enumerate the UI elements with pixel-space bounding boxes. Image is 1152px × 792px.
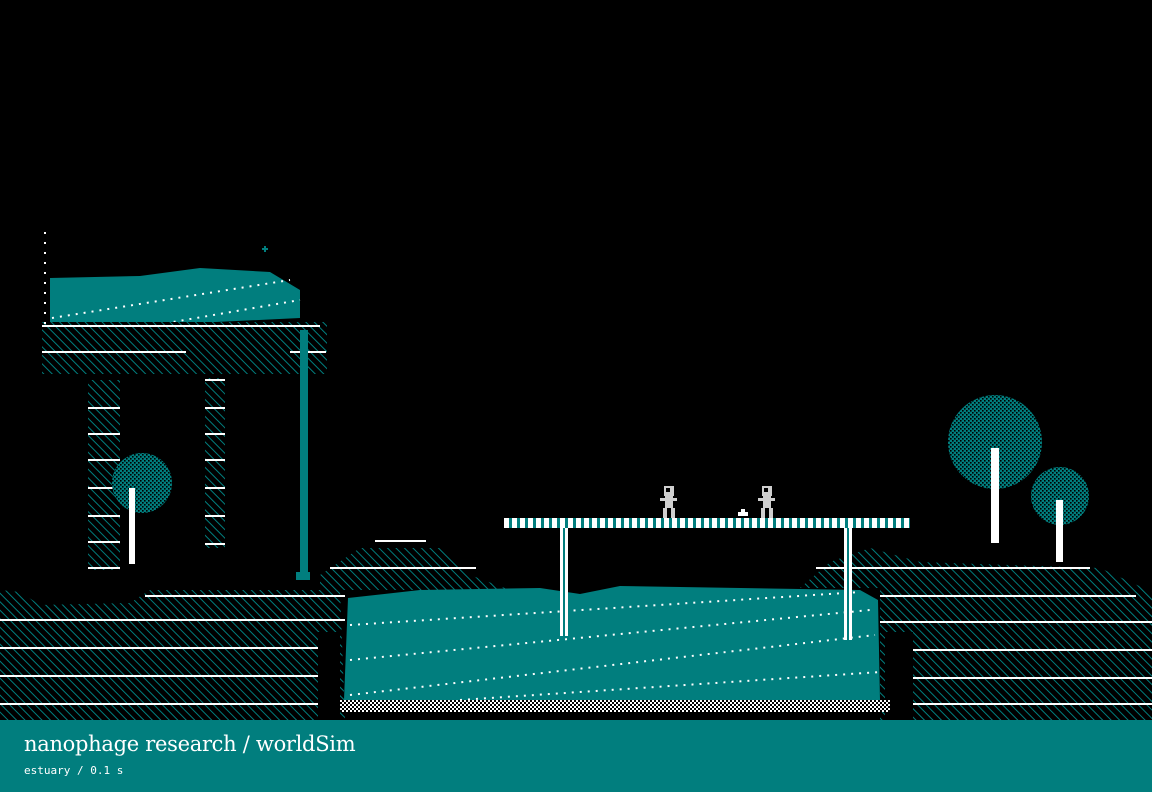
figure-right[interactable] xyxy=(758,486,775,518)
scene-status: estuary / 0.1 s xyxy=(24,764,123,777)
figure-left[interactable] xyxy=(660,486,677,518)
status-bar xyxy=(0,720,1152,792)
bridge xyxy=(504,518,910,640)
pond-water xyxy=(340,586,890,712)
scene-name: estuary xyxy=(24,764,71,777)
small-object-on-bridge xyxy=(738,509,748,516)
water-tower xyxy=(42,232,327,580)
ground-strata-lines xyxy=(0,540,1152,705)
sim-time: 0.1 s xyxy=(90,764,124,777)
status-separator: / xyxy=(70,764,91,777)
app-title: nanophage research / worldSim xyxy=(24,732,356,756)
scene-canvas xyxy=(0,232,1152,720)
simulation-viewport[interactable] xyxy=(0,0,1152,720)
trees xyxy=(112,395,1089,564)
